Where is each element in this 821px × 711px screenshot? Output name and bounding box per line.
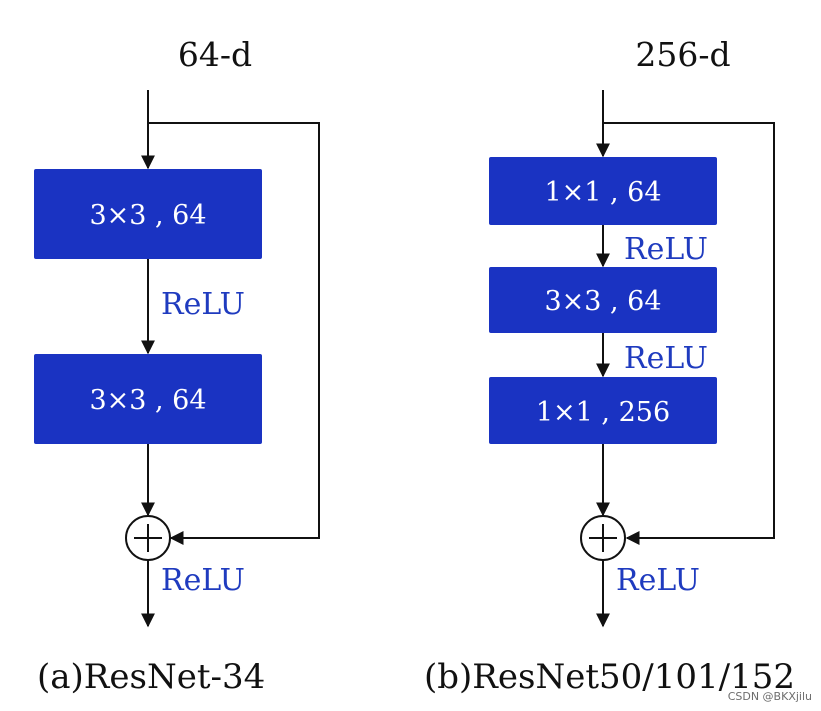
left-conv-block-1 <box>34 169 262 259</box>
right-conv-block-1-label: 1×1 , 64 <box>544 177 661 208</box>
left-shortcut-connection <box>148 122 320 545</box>
left-conv-block-2 <box>34 354 262 444</box>
basic-block-diagram: 64-d 3×3 , 64 ReLU 3×3 , 64 ReLU (a)ResN… <box>34 35 320 697</box>
left-add-icon <box>125 515 171 561</box>
left-relu-out-label: ReLU <box>161 563 245 598</box>
bottleneck-block-diagram: 256-d 1×1 , 64 ReLU 3×3 , 64 ReLU 1×1 , … <box>424 35 795 697</box>
right-relu-out-label: ReLU <box>616 563 700 598</box>
right-conv-block-3-label: 1×1 , 256 <box>536 397 670 428</box>
right-conv-block-2 <box>489 267 717 333</box>
right-caption: (b)ResNet50/101/152 <box>424 657 795 697</box>
right-conv-block-3 <box>489 377 717 444</box>
watermark: CSDN @BKXjilu <box>728 690 812 703</box>
right-relu-1-label: ReLU <box>624 232 708 267</box>
right-relu-2-label: ReLU <box>624 341 708 376</box>
right-conv-block-2-label: 3×3 , 64 <box>544 286 661 317</box>
left-caption: (a)ResNet-34 <box>37 657 265 697</box>
right-input-dim-label: 256-d <box>635 35 730 74</box>
right-add-icon <box>580 515 626 561</box>
right-shortcut-connection <box>603 122 775 545</box>
left-relu-mid-label: ReLU <box>161 287 245 322</box>
left-input-dim-label: 64-d <box>178 35 252 74</box>
left-conv-block-1-label: 3×3 , 64 <box>89 200 206 231</box>
left-conv-block-2-label: 3×3 , 64 <box>89 385 206 416</box>
right-conv-block-1 <box>489 157 717 225</box>
